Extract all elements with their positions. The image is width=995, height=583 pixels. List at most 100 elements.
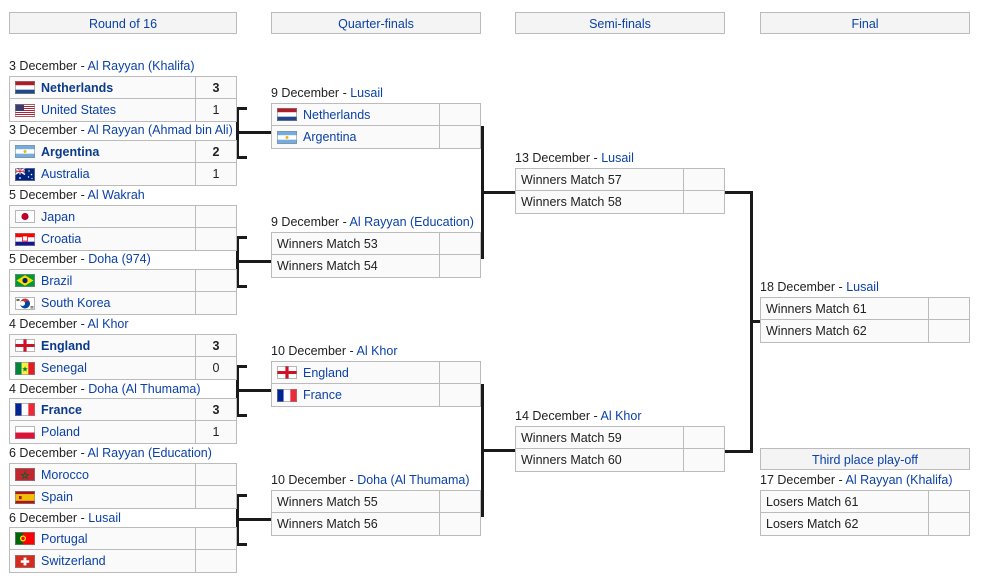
team-cell: Winners Match 55 [272, 491, 440, 512]
venue-link[interactable]: Doha (974) [88, 252, 151, 266]
table-row[interactable]: Netherlands 3 [10, 77, 236, 99]
table-row[interactable]: Senegal 0 [10, 357, 236, 379]
table-row[interactable]: Winners Match 53 [272, 233, 480, 255]
venue-link[interactable]: Al Khor [87, 317, 129, 331]
table-row[interactable]: South Korea [10, 292, 236, 314]
table-row[interactable]: Portugal [10, 528, 236, 550]
venue-link[interactable]: Lusail [350, 86, 383, 100]
team-cell: Argentina [10, 141, 196, 162]
match-date-qf-3: 10 December - Al Khor [271, 343, 398, 359]
table-row[interactable]: Morocco [10, 464, 236, 486]
match-date-r16-7: 6 December - Al Rayyan (Education) [9, 445, 212, 461]
table-row[interactable]: England [272, 362, 480, 384]
table-row[interactable]: Winners Match 55 [272, 491, 480, 513]
venue-link[interactable]: Lusail [88, 511, 121, 525]
score-cell [929, 298, 969, 319]
table-row[interactable]: Argentina [272, 126, 480, 148]
match-box-final: Winners Match 61 Winners Match 62 [760, 297, 970, 343]
table-row[interactable]: Croatia [10, 228, 236, 250]
team-name: Winners Match 62 [766, 324, 867, 338]
date-dash: - [342, 86, 347, 100]
connector-sf-feed-2 [481, 449, 516, 452]
table-row[interactable]: Losers Match 61 [761, 491, 969, 513]
venue-link[interactable]: Al Rayyan (Khalifa) [87, 59, 195, 73]
venue-link[interactable]: Al Rayyan (Education) [349, 215, 474, 229]
table-row[interactable]: Switzerland [10, 550, 236, 572]
team-name: Argentina [41, 144, 100, 159]
table-row[interactable]: Losers Match 62 [761, 513, 969, 535]
table-row[interactable]: England 3 [10, 335, 236, 357]
flag-brazil-icon [15, 274, 35, 287]
venue-link[interactable]: Doha (Al Thumama) [88, 382, 201, 396]
match-date-qf-1: 9 December - Lusail [271, 85, 383, 101]
match-date-r16-5: 4 December - Al Khor [9, 316, 129, 332]
score-cell [196, 464, 236, 485]
date-text: 10 December [271, 473, 347, 487]
table-row[interactable]: Winners Match 54 [272, 255, 480, 277]
match-date-r16-4: 5 December - Doha (974) [9, 251, 151, 267]
table-row[interactable]: Spain [10, 486, 236, 508]
table-row[interactable]: France 3 [10, 399, 236, 421]
match-box-r16-3: Japan Croatia [9, 205, 237, 251]
team-name: Croatia [41, 232, 82, 246]
table-row[interactable]: Winners Match 57 [516, 169, 724, 191]
table-row[interactable]: Winners Match 61 [761, 298, 969, 320]
connector-qf-feed-3 [236, 389, 272, 392]
team-cell: Winners Match 57 [516, 169, 684, 190]
score-cell [440, 126, 480, 148]
table-row[interactable]: Winners Match 59 [516, 427, 724, 449]
table-row[interactable]: France [272, 384, 480, 406]
connector-r16-7-top [236, 494, 247, 497]
team-cell: Switzerland [10, 550, 196, 572]
team-name: Poland [41, 425, 80, 439]
date-text: 14 December [515, 409, 591, 423]
match-box-r16-5: England 3 Senegal 0 [9, 334, 237, 380]
venue-link[interactable]: Lusail [846, 280, 879, 294]
flag-england-icon [277, 366, 297, 379]
venue-link[interactable]: Al Rayyan (Khalifa) [845, 473, 953, 487]
team-name: Winners Match 54 [277, 259, 378, 273]
table-row[interactable]: Winners Match 56 [272, 513, 480, 535]
match-date-final: 18 December - Lusail [760, 279, 879, 295]
venue-link[interactable]: Doha (Al Thumama) [357, 473, 470, 487]
venue-link[interactable]: Al Khor [600, 409, 642, 423]
table-row[interactable]: Australia 1 [10, 163, 236, 185]
team-name: Losers Match 61 [766, 494, 859, 509]
team-cell: Losers Match 61 [761, 491, 929, 512]
team-name: Winners Match 60 [521, 453, 622, 467]
column-header-round-of-16: Round of 16 [9, 12, 237, 34]
venue-link[interactable]: Lusail [601, 151, 634, 165]
team-name: Switzerland [41, 554, 106, 568]
table-row[interactable]: United States 1 [10, 99, 236, 121]
team-name: England [303, 365, 349, 380]
match-box-qf-2: Winners Match 53 Winners Match 54 [271, 232, 481, 278]
table-row[interactable]: Netherlands [272, 104, 480, 126]
venue-link[interactable]: Al Khor [356, 344, 398, 358]
table-row[interactable]: Winners Match 60 [516, 449, 724, 471]
team-cell: Croatia [10, 228, 196, 250]
score-cell [440, 255, 480, 277]
team-cell: Winners Match 53 [272, 233, 440, 254]
team-name: Netherlands [303, 107, 371, 122]
venue-link[interactable]: Al Rayyan (Education) [87, 446, 212, 460]
table-row[interactable]: Japan [10, 206, 236, 228]
venue-link[interactable]: Al Wakrah [87, 188, 145, 202]
flag-france-icon [277, 388, 297, 402]
table-row[interactable]: Poland 1 [10, 421, 236, 443]
table-row[interactable]: Argentina 2 [10, 141, 236, 163]
score-cell [684, 427, 724, 448]
team-cell: Argentina [272, 126, 440, 148]
team-cell: Netherlands [272, 104, 440, 125]
score-cell: 3 [212, 402, 220, 417]
venue-link[interactable]: Al Rayyan (Ahmad bin Ali) [87, 123, 233, 137]
table-row[interactable]: Brazil [10, 270, 236, 292]
date-text: 4 December [9, 382, 78, 396]
table-row[interactable]: Winners Match 58 [516, 191, 724, 213]
column-header-final: Final [760, 12, 970, 34]
match-date-r16-2: 3 December - Al Rayyan (Ahmad bin Ali) [9, 122, 233, 138]
score-cell [929, 491, 969, 512]
table-row[interactable]: Winners Match 62 [761, 320, 969, 342]
connector-r16-6-bottom [236, 414, 247, 417]
team-name: Winners Match 58 [521, 195, 622, 209]
connector-r16-4-bottom [236, 285, 247, 288]
